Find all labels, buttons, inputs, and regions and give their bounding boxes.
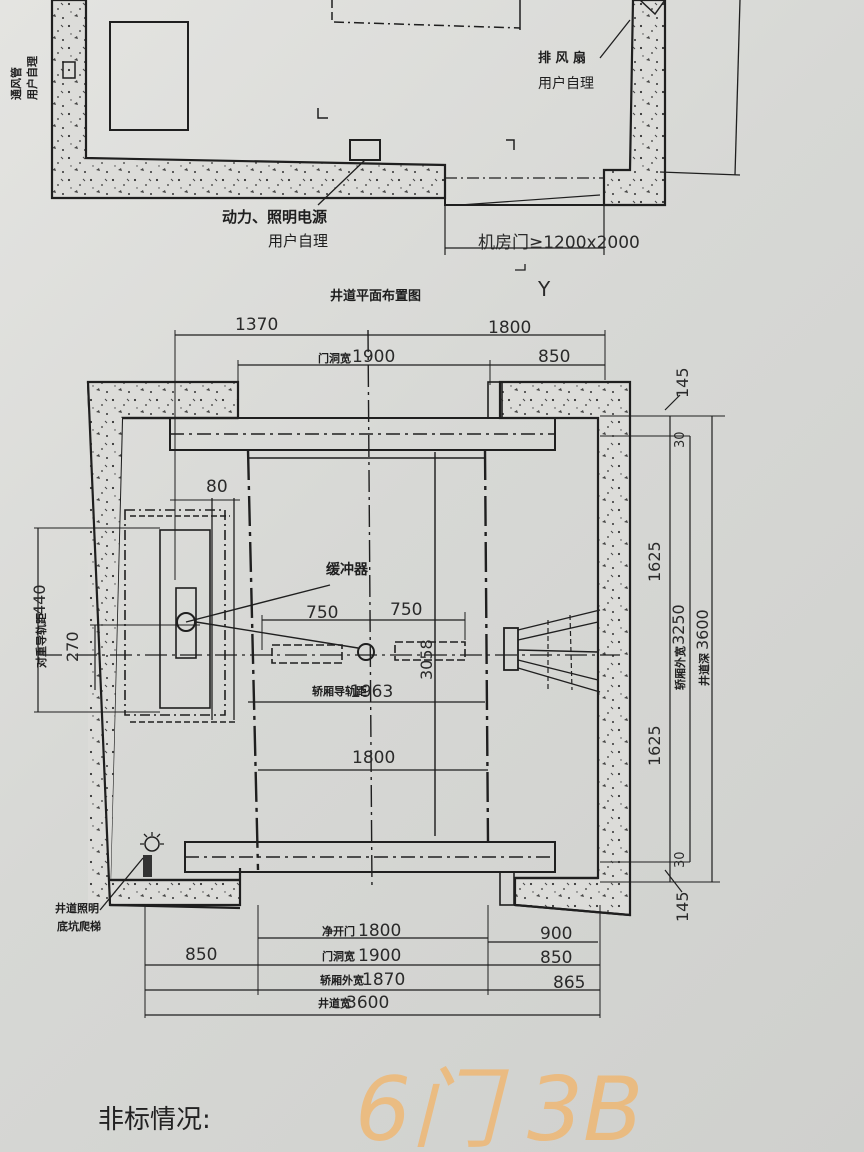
dim-clear-open-label: 净开门 (322, 924, 355, 938)
dim-bottom-850-right: 850 (540, 948, 572, 968)
dim-inner-1800: 1800 (352, 748, 395, 768)
dim-top-850: 850 (538, 347, 570, 367)
dim-left-80: 80 (206, 477, 228, 497)
dim-door-opening-label: 门洞宽 (318, 351, 351, 365)
door-operator-rail (503, 609, 601, 693)
dim-car-rail-label: 轿厢导轨距 (312, 684, 367, 698)
dim-clear-open-1800: 1800 (358, 921, 401, 941)
pit-light (99, 832, 164, 911)
dim-car-outer-3250: 3250 (669, 604, 688, 645)
car-outline (40, 329, 620, 891)
handwritten-note: 6门 3B (355, 1058, 643, 1152)
dim-door-width-1900: 1900 (358, 946, 401, 966)
power-supply-label: 动力、照明电源 (222, 208, 327, 226)
dimension-lines (34, 330, 725, 1018)
dim-top-1370: 1370 (235, 315, 278, 335)
dim-right-145-bottom: 145 (673, 891, 692, 922)
dim-door-width-label: 门洞宽 (322, 949, 355, 963)
dim-hoistway-width-3600: 3600 (346, 993, 389, 1013)
dim-right-145-top: 145 (673, 367, 692, 398)
dim-car-outer-1870: 1870 (362, 970, 405, 990)
dim-right-30-bottom: 30 (673, 851, 688, 868)
dim-bottom-865: 865 (553, 973, 585, 993)
dim-top-1800: 1800 (488, 318, 531, 338)
dim-door-opening: 1900 (352, 347, 395, 367)
buffer-label: 缓冲器 (326, 561, 369, 578)
plan-title: 井道平面布置图 (330, 288, 421, 304)
exhaust-fan-label: 排 风 扇 (538, 50, 586, 66)
dim-cw-rail-label: 对重导轨距 (34, 613, 48, 668)
dim-750-left: 750 (306, 603, 338, 623)
dim-car-outer-bottom-label: 轿厢外宽 (320, 973, 364, 987)
dim-bottom-900: 900 (540, 924, 572, 944)
dim-left-270: 270 (63, 631, 82, 662)
dim-car-rail-1963: 1963 (350, 682, 393, 702)
dim-hoistway-depth-label: 井道深 (697, 653, 711, 686)
dim-right-30-top: 30 (673, 431, 688, 448)
power-supply-note: 用户自理 (268, 232, 328, 250)
dim-cw-rail-440: 440 (30, 584, 49, 615)
lighting-label: 井道照明 (55, 901, 99, 915)
dim-right-1625-top: 1625 (645, 541, 664, 582)
machine-room-plan (50, 0, 741, 271)
counterweight (124, 498, 235, 723)
dim-hoistway-width-label: 井道宽 (318, 996, 351, 1010)
exhaust-fan-note: 用户自理 (538, 75, 594, 92)
car-buffers (185, 584, 466, 664)
dim-3058: 3058 (417, 639, 436, 680)
nonstandard-label: 非标情况: (98, 1105, 211, 1135)
y-axis-marker: Y (537, 277, 551, 301)
vent-note: 用户自理 (25, 56, 39, 100)
dim-bottom-850-left: 850 (185, 945, 217, 965)
landing-doors (169, 381, 556, 906)
pit-ladder-label: 底坑爬梯 (57, 919, 101, 933)
dim-right-1625-bottom: 1625 (645, 725, 664, 766)
dim-car-outer-label: 轿厢外宽 (673, 646, 687, 690)
machine-room-door-label: 机房门≥1200x2000 (478, 233, 640, 253)
vent-label: 通风管 (9, 67, 23, 100)
dim-hoistway-depth-3600: 3600 (693, 609, 712, 650)
dim-750-right: 750 (390, 600, 422, 620)
